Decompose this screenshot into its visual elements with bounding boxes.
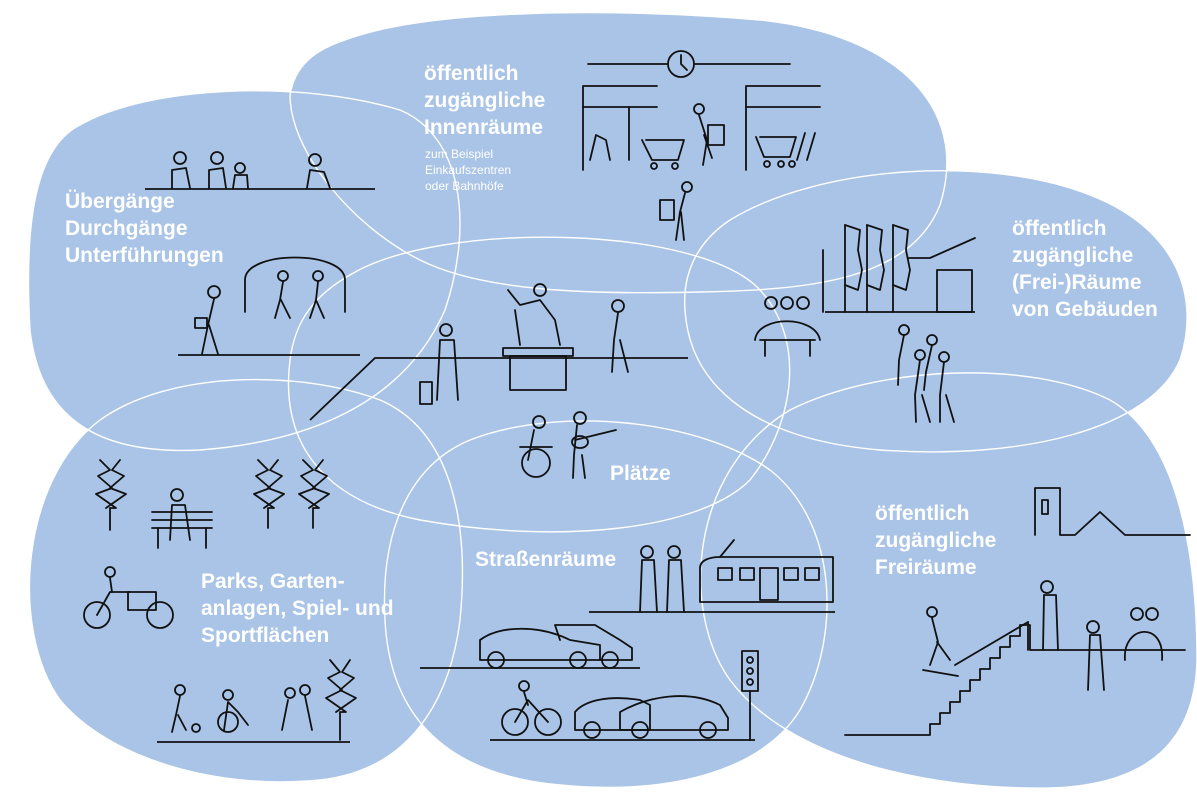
region-label-gebaeude: öffentlich zugängliche (Frei-)Räume von … [1012, 215, 1158, 323]
region-label-parks: Parks, Garten- anlagen, Spiel- und Sport… [201, 568, 394, 649]
person-icon [1040, 580, 1163, 691]
blob-gebaeude-outline [683, 169, 1188, 453]
gebaeude-title-line: von Gebäuden [1012, 298, 1158, 321]
region-sublabel-innen: zum Beispiel Einkaufszentren oder Bahnhö… [425, 146, 511, 194]
blob-frei-outline [699, 372, 1197, 789]
uebergaenge-title-line: Unterführungen [65, 244, 224, 267]
ground-lines [145, 188, 975, 743]
wheelchair-icon [171, 684, 313, 733]
frei-title-line: öffentlich [875, 502, 970, 525]
bicycle-icon [501, 680, 562, 736]
tram-icon [699, 539, 834, 603]
region-label-plaetze: Plätze [610, 460, 671, 487]
innen-sub-line: Einkaufszentren [425, 163, 512, 177]
parks-title-line: Parks, Garten- [201, 570, 345, 593]
parks-title-line: Sportflächen [201, 624, 330, 647]
region-label-uebergaenge: Übergänge Durchgänge Unterführungen [65, 188, 224, 269]
plaetze-title: Plätze [610, 462, 671, 485]
flags-icon [822, 224, 976, 313]
people-group-icon [754, 296, 955, 423]
gebaeude-title-line: öffentlich [1012, 217, 1107, 240]
region-outlines [27, 11, 1197, 789]
blob-parks [29, 379, 463, 782]
underpass-icon [244, 256, 346, 319]
house-icon [1034, 487, 1191, 536]
region-label-innen: öffentlich zugängliche Innenräume [424, 60, 545, 141]
traffic-light-icon [741, 650, 759, 741]
innen-sub-line: oder Bahnhöfe [425, 179, 504, 193]
innen-title-line: zugängliche [424, 89, 546, 112]
cargo-bike-icon [83, 566, 174, 629]
strassen-title: Straßenräume [475, 548, 617, 571]
blob-uebergaenge-outline [27, 90, 461, 452]
tree-icon [95, 459, 357, 741]
blob-innen-outline [289, 11, 948, 294]
uebergaenge-title-line: Übergänge [65, 190, 175, 213]
gebaeude-title-line: (Frei-)Räume [1012, 271, 1142, 294]
bench-icon [151, 488, 213, 549]
clock-icon [587, 50, 791, 78]
gebaeude-title-line: zugängliche [1012, 244, 1134, 267]
cafe-people-icon [171, 151, 331, 189]
skateboarder-icon [922, 606, 959, 677]
drum-kit-icon [519, 415, 553, 478]
shopper-person-icon [659, 103, 725, 241]
person-icon [611, 299, 629, 373]
region-label-frei: öffentlich zugängliche Freiräume [875, 500, 996, 581]
person-icon [194, 285, 221, 355]
guitar-player-icon [571, 411, 617, 479]
innen-title-line: öffentlich [424, 62, 519, 85]
blob-strassen-outline [383, 420, 828, 789]
region-label-strassen: Straßenräume [475, 546, 616, 573]
stairs-icon [844, 621, 1186, 736]
car-icon [479, 624, 729, 739]
blob-plaetze-outline [287, 236, 791, 533]
region-shapes [28, 12, 1197, 789]
monument-icon [502, 283, 574, 391]
people-icon [639, 545, 685, 613]
uebergaenge-title-line: Durchgänge [65, 217, 188, 240]
shopping-cart-icon [641, 132, 816, 170]
innen-title-line: Innenräume [424, 116, 544, 139]
frei-title-line: zugängliche [875, 529, 997, 552]
suitcase-icon [419, 323, 459, 405]
parks-title-line: anlagen, Spiel- und [201, 597, 394, 620]
shop-icon [582, 85, 821, 171]
blob-frei [700, 372, 1197, 789]
innen-sub-line: zum Beispiel [425, 147, 494, 161]
frei-title-line: Freiräume [875, 556, 977, 579]
